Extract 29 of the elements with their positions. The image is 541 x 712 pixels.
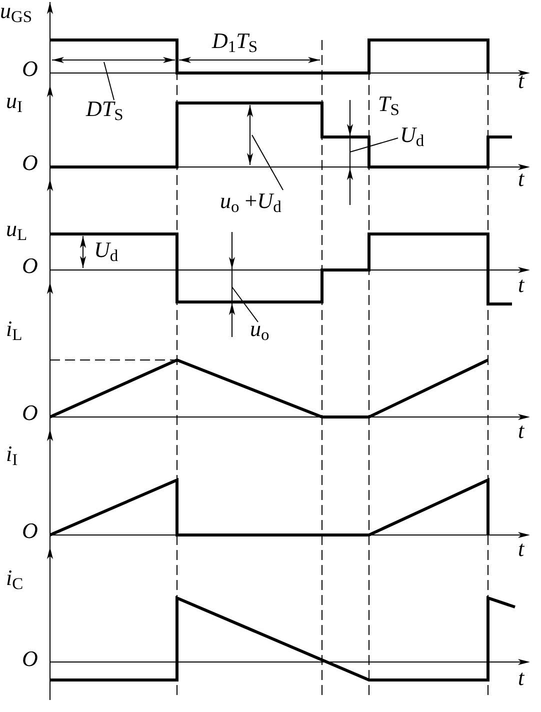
leader-line xyxy=(104,62,114,100)
origin-label: O xyxy=(22,58,38,80)
dimension-label: U$_{d}$ xyxy=(94,239,118,261)
axis-label: u$_{L}$ xyxy=(6,218,28,240)
axis-label: u$_{GS}$ xyxy=(0,0,32,22)
time-label: t xyxy=(518,274,524,296)
dimension-label: DT$_{S}$ xyxy=(86,96,124,121)
dimension-label: U$_{d}$ xyxy=(400,122,424,147)
dimension-label: u$_{o}$ +U$_{d}$ xyxy=(220,188,282,213)
dimension-label: u$_{o}$ xyxy=(250,316,270,341)
time-label: t xyxy=(518,538,524,560)
leader-line xyxy=(350,138,398,152)
time-label: t xyxy=(518,70,524,92)
time-label: t xyxy=(518,168,524,190)
axis-label: i$_{L}$ xyxy=(6,318,22,340)
dimension-label: D$_{1}$T$_{S}$ xyxy=(212,30,258,52)
leader-line xyxy=(252,134,284,190)
time-label: t xyxy=(518,420,524,442)
origin-label: O xyxy=(22,255,38,277)
dimension-label: T$_{S}$ xyxy=(378,93,400,115)
axis-label: u$_{I}$ xyxy=(6,90,22,112)
leader-line xyxy=(232,286,258,322)
origin-label: O xyxy=(22,520,38,542)
time-label: t xyxy=(518,667,524,689)
axis-label: i$_{I}$ xyxy=(6,443,18,465)
origin-label: O xyxy=(22,648,38,670)
axis-label: i$_{C}$ xyxy=(6,567,24,589)
origin-label: O xyxy=(22,402,38,424)
origin-label: O xyxy=(22,152,38,174)
